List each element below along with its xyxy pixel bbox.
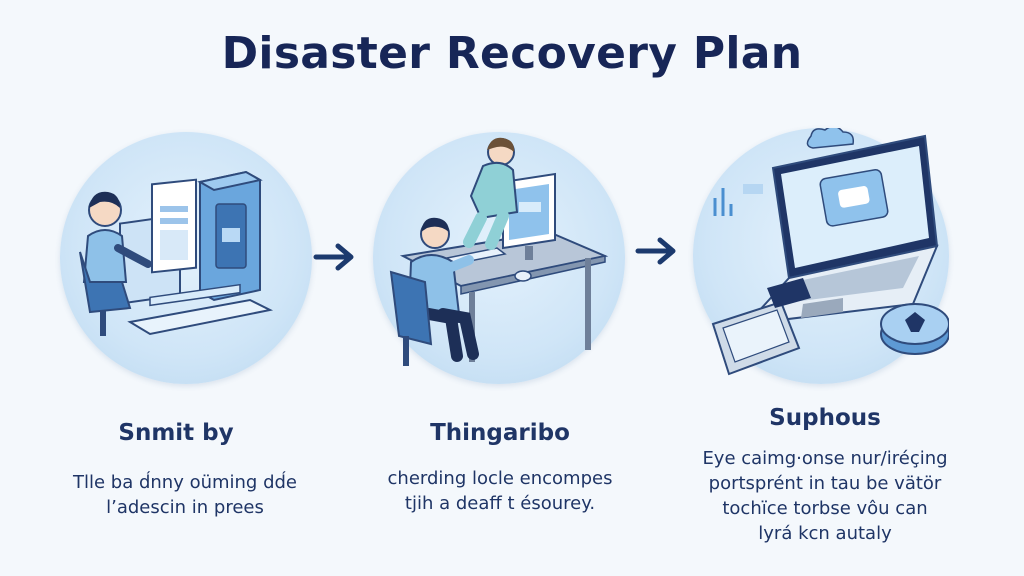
desk-team-illustration [389,137,609,366]
step-2-illustration [373,132,625,384]
step-3-description-line: lyrá kcn autaly [758,523,892,544]
step-3-description-line: tochïce torbse vôu can [722,498,928,519]
step-1-description-line: l’adescin in prees [106,497,264,518]
step-1-description-line: Tlle ba d́nny oüming dd́e [72,472,298,493]
page-title: Disaster Recovery Plan [221,28,803,79]
workstation-illustration [79,170,274,336]
step-3-description-line: Eye caimg·onse nur/iréçing [702,448,948,469]
step-2-description-line: cherding locle encompes [387,468,613,489]
step-2-heading: Thingaribo [430,420,570,446]
step-2-description: cherding locle encompes tjih a deaff t é… [360,466,640,516]
step-2-description-line: tjih a deaff t ésourey. [404,493,596,514]
right-arrow-icon [313,243,354,271]
laptop-backup-illustration [711,128,949,376]
step-3-description-line: portsprént in tau be vätör [708,473,942,494]
step-1-illustration [60,132,312,384]
right-arrow-icon [635,237,676,265]
step-3-illustration [693,128,949,384]
step-3-description: Eye caimg·onse nur/iréçing portsprént in… [680,446,970,546]
step-3-heading: Suphous [769,405,881,431]
step-1-description: Tlle ba d́nny oüming dd́e l’adescin in … [40,470,330,520]
step-1-heading: Snmit by [118,420,234,446]
